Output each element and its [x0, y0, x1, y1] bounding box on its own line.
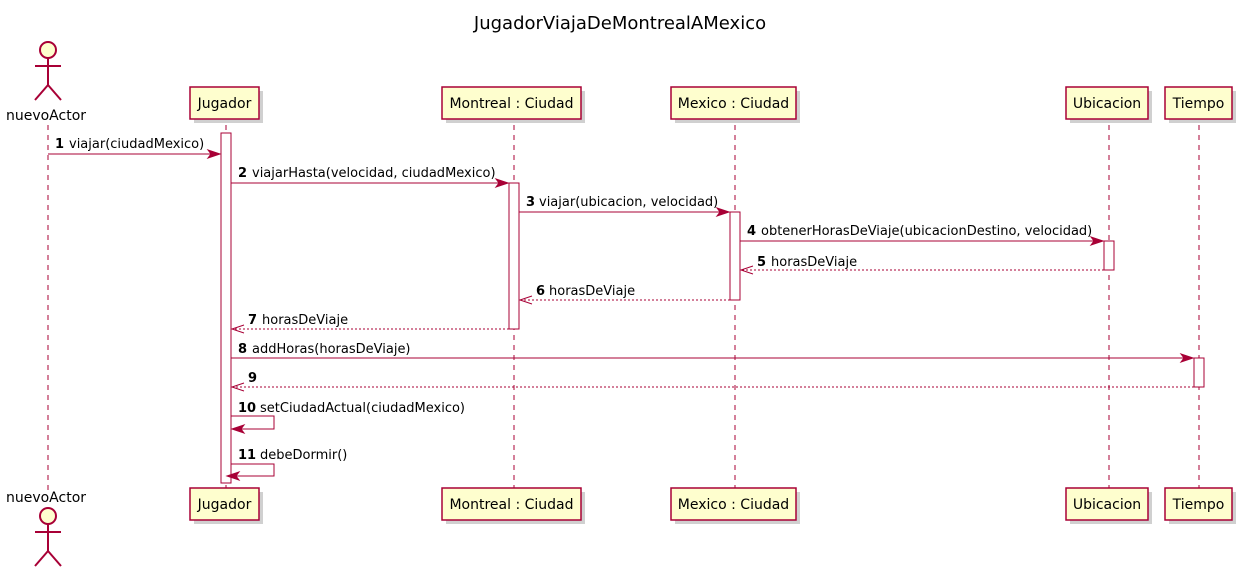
message-1: 1 viajar(ciudadMexico) [48, 137, 222, 159]
actor-icon [34, 41, 62, 101]
participant-ubicacion-bottom: Ubicacion [1065, 487, 1152, 524]
message-number: 2 [238, 166, 247, 181]
activation-mexico [729, 211, 741, 301]
message-label: horasDeViaje [262, 313, 348, 328]
message-label: setCiudadActual(ciudadMexico) [260, 401, 465, 416]
message-number: 8 [238, 342, 247, 357]
message-2: 2 viajarHasta(velocidad, ciudadMexico) [231, 166, 510, 188]
message-label: obtenerHorasDeViaje(ubicacionDestino, ve… [761, 224, 1092, 239]
arrowhead [715, 207, 731, 217]
message-number: 6 [536, 284, 545, 299]
message-11: 11 debeDormir() [225, 448, 347, 481]
message-label: viajar(ciudadMexico) [69, 137, 204, 152]
message-number: 1 [55, 137, 64, 152]
participant-label: Mexico : Ciudad [678, 497, 789, 513]
diagram-title: JugadorViajaDeMontrealAMexico [473, 13, 766, 34]
activation-ubicacion [1103, 240, 1115, 271]
message-label: viajar(ubicacion, velocidad) [539, 195, 718, 210]
messages: 1 viajar(ciudadMexico) 2 viajarHasta(vel… [48, 137, 1195, 481]
participant-label: Montreal : Ciudad [449, 497, 573, 513]
participant-label: Ubicacion [1073, 96, 1141, 112]
arrowhead [739, 265, 754, 275]
participants-bottom: Jugador Montreal : Ciudad Mexico : Ciuda… [189, 487, 1236, 524]
message-number: 10 [238, 401, 256, 416]
participant-label: Mexico : Ciudad [678, 96, 789, 112]
participant-jugador-bottom: Jugador [189, 487, 263, 524]
arrowhead [1089, 236, 1105, 246]
participant-label: Ubicacion [1073, 497, 1141, 513]
participant-label: Montreal : Ciudad [449, 96, 573, 112]
participant-jugador: Jugador [189, 86, 263, 123]
message-number: 5 [757, 255, 766, 270]
arrowhead [230, 382, 245, 392]
participant-tiempo-bottom: Tiempo [1164, 487, 1236, 524]
arrowhead [518, 295, 533, 305]
participant-label: Jugador [197, 96, 252, 112]
message-label: horasDeViaje [771, 255, 857, 270]
message-label: horasDeViaje [549, 284, 635, 299]
actor-top-label: nuevoActor [6, 108, 86, 124]
message-number: 11 [238, 448, 256, 463]
message-number: 7 [248, 313, 257, 328]
arrowhead [206, 149, 222, 159]
message-label: addHoras(horasDeViaje) [252, 342, 411, 357]
participant-mexico-bottom: Mexico : Ciudad [670, 487, 800, 524]
message-7: 7 horasDeViaje [230, 313, 509, 334]
message-number: 4 [747, 224, 756, 239]
message-10: 10 setCiudadActual(ciudadMexico) [230, 401, 465, 434]
participant-montreal-bottom: Montreal : Ciudad [441, 487, 585, 524]
participant-ubicacion: Ubicacion [1065, 86, 1152, 123]
actor-icon [34, 507, 62, 567]
arrowhead [230, 324, 245, 334]
participant-mexico: Mexico : Ciudad [670, 86, 800, 123]
arrowhead [494, 178, 510, 188]
participant-montreal: Montreal : Ciudad [441, 86, 585, 123]
activation-tiempo [1193, 357, 1205, 388]
message-label: viajarHasta(velocidad, ciudadMexico) [252, 166, 496, 181]
message-arrow [228, 463, 275, 477]
participant-label: Jugador [197, 497, 252, 513]
participant-tiempo: Tiempo [1164, 86, 1236, 123]
actor-bottom-label: nuevoActor [6, 490, 86, 506]
message-9: 9 [230, 371, 1194, 392]
arrowhead [1179, 353, 1195, 363]
arrowhead [230, 424, 246, 434]
message-arrow [231, 415, 275, 430]
message-number: 9 [248, 371, 257, 386]
message-label: debeDormir() [260, 448, 347, 463]
actor-bottom: nuevoActor [6, 490, 86, 567]
participant-label: Tiempo [1172, 96, 1225, 112]
activation-montreal [508, 182, 520, 330]
message-3: 3 viajar(ubicacion, velocidad) [519, 195, 731, 217]
participants-top: Jugador Montreal : Ciudad Mexico : Ciuda… [189, 86, 1236, 123]
message-5: 5 horasDeViaje [739, 255, 1104, 275]
message-8: 8 addHoras(horasDeViaje) [231, 342, 1195, 363]
activation-jugador [220, 132, 232, 484]
message-number: 3 [526, 195, 535, 210]
actor-top: nuevoActor [6, 41, 86, 124]
participant-label: Tiempo [1172, 497, 1225, 513]
message-4: 4 obtenerHorasDeViaje(ubicacionDestino, … [740, 224, 1105, 246]
arrowhead [225, 471, 241, 481]
activation-bars [220, 132, 1205, 484]
message-6: 6 horasDeViaje [518, 284, 730, 305]
